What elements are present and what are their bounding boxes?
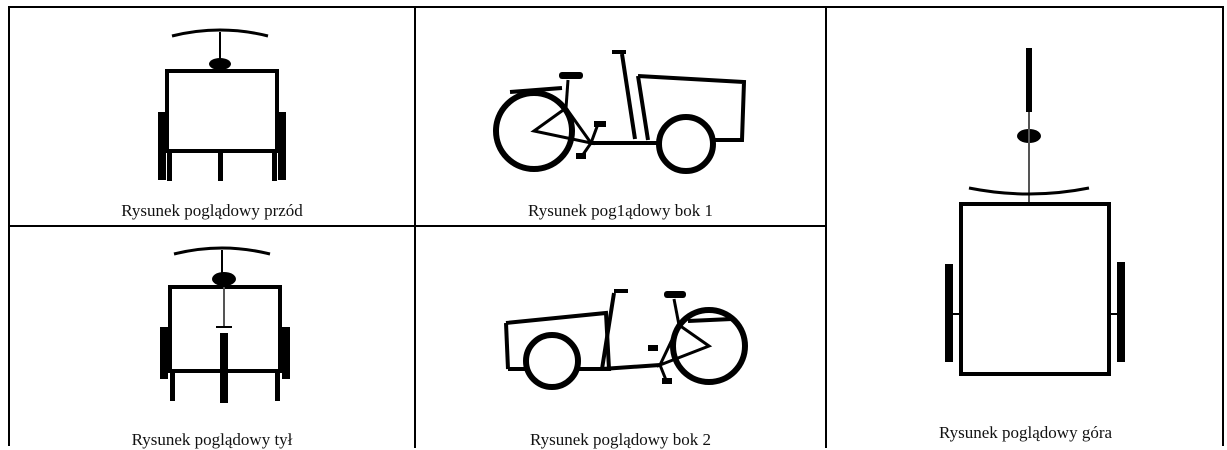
row-divider bbox=[10, 225, 827, 227]
column-divider bbox=[825, 8, 827, 448]
cargo-bike-side1-drawing bbox=[493, 50, 747, 174]
caption-side1: Rysunek pog1ądowy bok 1 bbox=[528, 201, 713, 220]
cargo-bike-side2-drawing bbox=[504, 289, 748, 390]
caption-side2: Rysunek poglądowy bok 2 bbox=[529, 430, 712, 449]
cargo-bike-top-drawing bbox=[945, 48, 1125, 376]
cargo-bike-back-drawing bbox=[160, 246, 290, 403]
cell-front-view: Rysunek poglądowy przód bbox=[10, 8, 414, 225]
illustration-table: Rysunek poglądowy przód Rysunek pog1ądow… bbox=[8, 6, 1224, 449]
caption-front: Rysunek poglądowy przód bbox=[121, 201, 303, 220]
cell-back-view: Rysunek poglądowy tył bbox=[10, 227, 414, 449]
cell-side-view-2: Rysunek poglądowy bok 2 bbox=[416, 227, 825, 449]
cell-side-view-1: Rysunek pog1ądowy bok 1 bbox=[416, 8, 825, 225]
cargo-bike-front-drawing bbox=[158, 28, 286, 181]
column-divider bbox=[414, 8, 416, 448]
caption-back: Rysunek poglądowy tył bbox=[131, 430, 293, 449]
caption-top: Rysunek poglądowy góra bbox=[938, 423, 1113, 442]
cell-top-view: Rysunek poglądowy góra bbox=[827, 8, 1224, 448]
